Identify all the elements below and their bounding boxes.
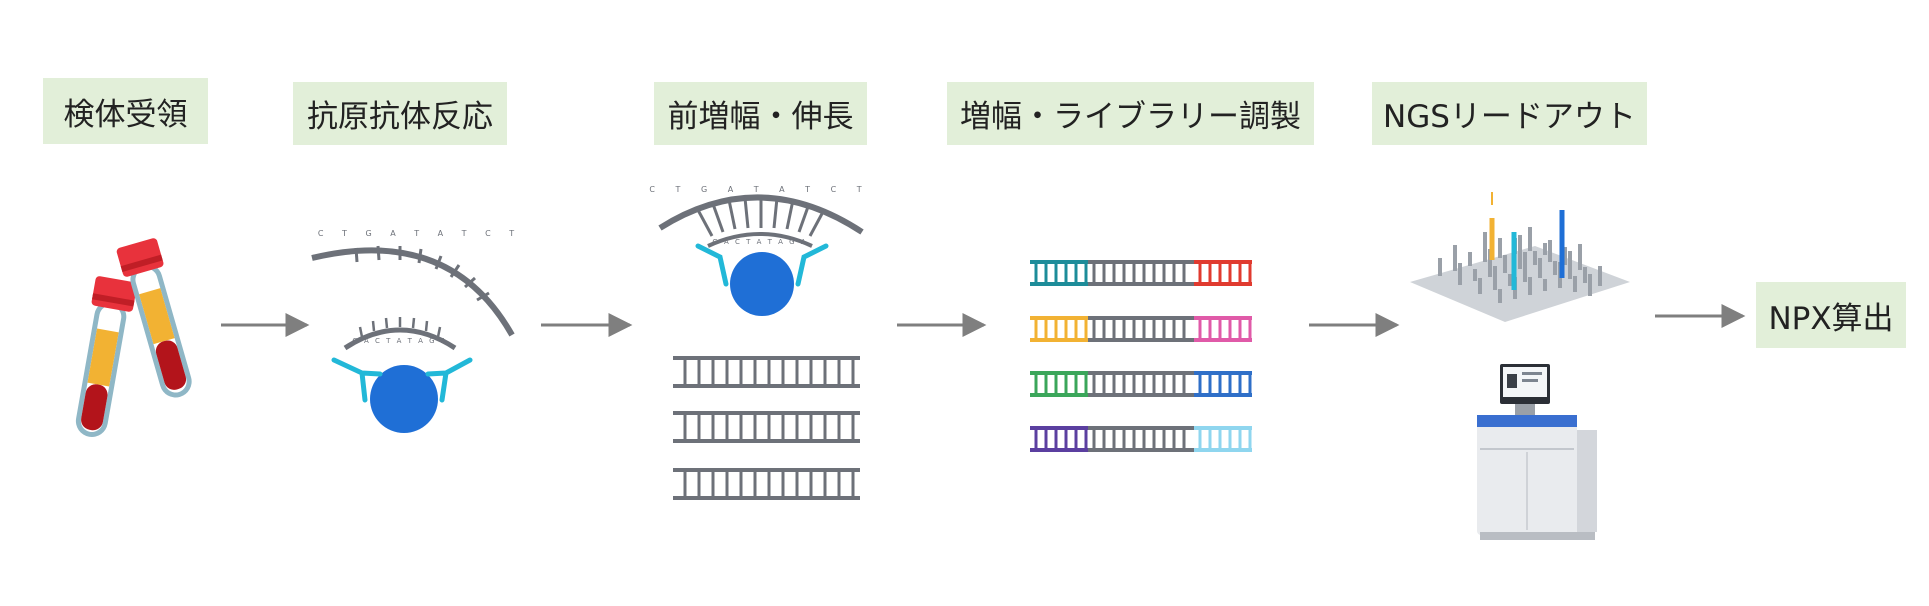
ngs-readout-bar-plot-icon [1410, 192, 1630, 322]
probe-sequence-lower: G A C T A T A G A [352, 337, 447, 345]
step-label-sample-receipt: 検体受領 [43, 78, 208, 144]
step-label-ngs-readout: NGSリードアウト [1372, 82, 1647, 145]
protein-target-icon [730, 252, 794, 316]
step-label-npx-calculation: NPX算出 [1756, 282, 1906, 348]
preamplification-extension-icon: C T G A T A T C T G A C T A T A G A [649, 185, 870, 316]
step-label-preamplification-extension: 前増幅・伸長 [654, 82, 867, 145]
amplicon-library-icon [1030, 260, 1252, 452]
blood-tubes-icon [75, 238, 192, 438]
probe-sequence-upper: C T G A T A T C T [649, 185, 870, 194]
step-label-amplification-library-prep: 増幅・ライブラリー調製 [947, 82, 1314, 145]
dna-ladder-icon [673, 356, 860, 388]
step-label-antigen-antibody-reaction: 抗原抗体反応 [293, 82, 507, 145]
protein-target-icon [370, 365, 438, 433]
ngs-sequencer-instrument-icon [1477, 364, 1597, 540]
dna-ladder-icon [673, 468, 860, 500]
dna-ladder-icon [673, 411, 860, 443]
antibody-probe-binding-icon: C T G A T A T C T G A C T A T A G A [311, 229, 522, 433]
probe-sequence-upper: C T G A T A T C T [318, 229, 522, 238]
probe-sequence-lower: G A C T A T A G A [712, 238, 807, 246]
